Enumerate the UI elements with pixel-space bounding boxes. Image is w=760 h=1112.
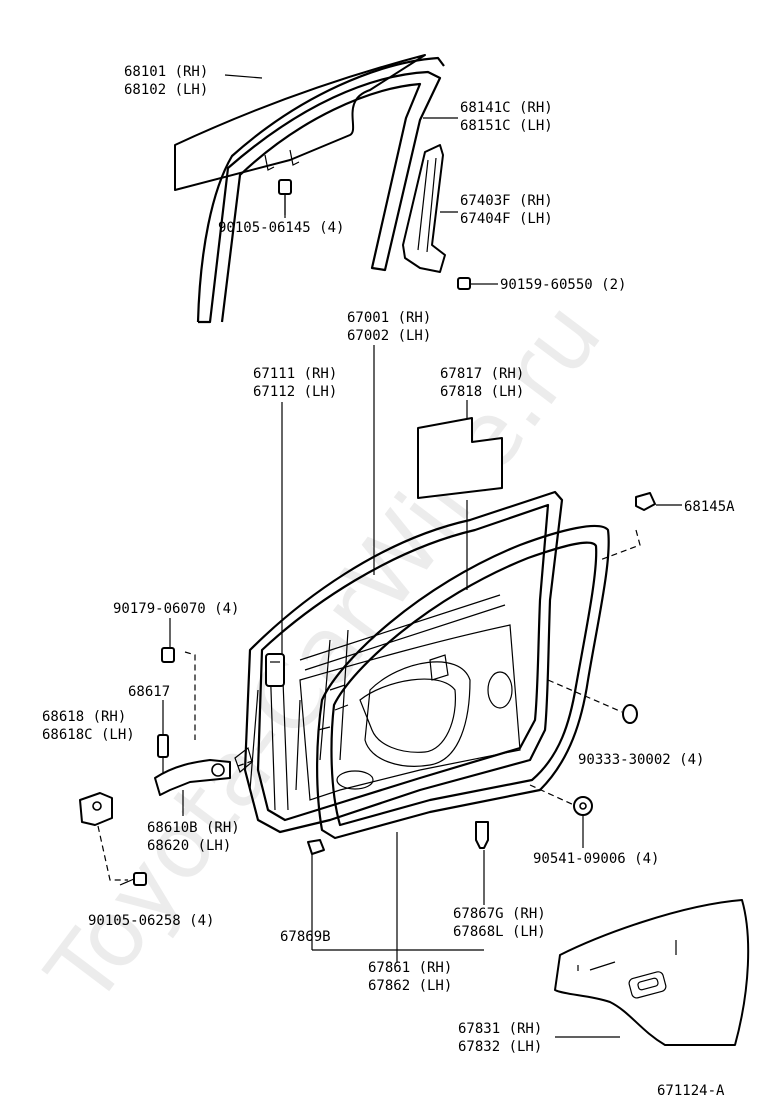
door-panel-label: 67001 (RH)67002 (LH) — [347, 310, 431, 344]
check-assy-label: 68610B (RH)68620 (LH) — [147, 820, 240, 854]
hinge-bolt-bottom-label: 90105-06258 (4) — [88, 913, 214, 929]
plug-top-icon — [635, 492, 656, 511]
weatherstrip-label: 67861 (RH)67862 (LH) — [368, 960, 452, 994]
rear-lower-channel — [402, 144, 446, 273]
glass-bolt-label: 90105-06145 (4) — [218, 220, 344, 236]
glass-run-channel — [196, 56, 445, 324]
hinge-bolt-bottom-icon — [119, 872, 147, 886]
plug-lower-label: 90541-09006 (4) — [533, 851, 659, 867]
channel-bolt-label: 90159-60550 (2) — [500, 277, 626, 293]
plug-mid-icon — [622, 704, 638, 724]
channel-label: 68141C (RH)68151C (LH) — [460, 100, 553, 134]
clip-b-label: 67867G (RH)67868L (LH) — [453, 906, 546, 940]
lower-hinge — [79, 792, 113, 826]
door-trim-board — [554, 899, 750, 1046]
hinge-bolt-top-label: 90179-06070 (4) — [113, 601, 239, 617]
pin-label: 68617 — [128, 684, 170, 700]
plug-top-label: 68145A — [684, 499, 735, 515]
channel-bolt-icon — [457, 277, 485, 290]
door-weatherstrip — [316, 524, 610, 840]
plug-lower-icon — [573, 796, 593, 816]
service-hole-cover — [417, 417, 503, 499]
clip-a-label: 67869B — [280, 929, 331, 945]
hinge-bolt-top-icon — [161, 647, 175, 663]
dashed-leaders — [97, 529, 641, 881]
trim-board-label: 67831 (RH)67832 (LH) — [458, 1021, 542, 1055]
figure-code: 671124-A — [657, 1083, 725, 1099]
upper-hinge — [265, 653, 285, 687]
door-check-arm — [154, 746, 253, 796]
hinge-label: 68618 (RH)68618C (LH) — [42, 709, 135, 743]
glass-label: 68101 (RH)68102 (LH) — [124, 64, 208, 98]
door-inner-frame — [299, 624, 521, 801]
clip-b-icon — [475, 821, 489, 849]
clip-a-icon — [307, 839, 325, 855]
service-cover-label: 67817 (RH)67818 (LH) — [440, 366, 524, 400]
door-frame-label: 67111 (RH)67112 (LH) — [253, 366, 337, 400]
door-glass — [174, 54, 426, 191]
leader-lines — [162, 74, 682, 1038]
rear-channel-label: 67403F (RH)67404F (LH) — [460, 193, 553, 227]
plug-mid-label: 90333-30002 (4) — [578, 752, 704, 768]
